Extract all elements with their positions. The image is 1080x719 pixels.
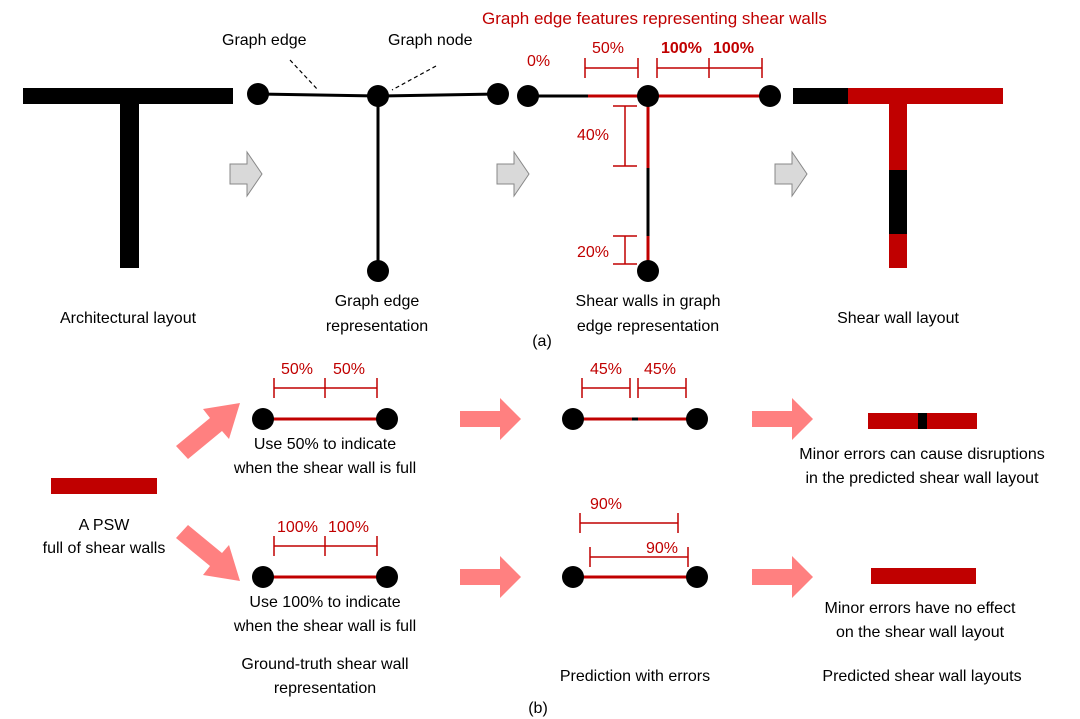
row2-prediction [562,513,708,588]
row2-pred1: 90% [590,496,622,513]
caption-predicted: Predicted shear wall layouts [822,668,1021,685]
row2-ground-truth [252,536,398,588]
row2-text-line1: Use 100% to indicate [249,594,400,611]
row1-text-line1: Use 50% to indicate [254,436,396,453]
row2-pred2: 90% [646,540,678,557]
caption-ground-line1: Ground-truth shear wall [241,656,408,673]
row2-text-line2: when the shear wall is full [233,618,416,635]
row2-result-line2: on the shear wall layout [836,624,1005,641]
grey-arrow-2 [496,150,530,198]
pink-arrow-up [176,403,240,459]
pct-left-edge: 0% [527,53,550,70]
pink-arrow-row2-a [460,556,521,598]
label-a: (a) [532,333,552,350]
pink-arrow-down [176,525,240,581]
caption-architectural: Architectural layout [60,310,197,327]
row2-seg1: 100% [277,519,318,536]
grey-arrow-1 [229,150,263,198]
pct-vertical-upper: 40% [577,127,609,144]
part-a-title: Graph edge features representing shear w… [482,9,827,28]
pct-vertical-lower: 20% [577,244,609,261]
architectural-layout [23,88,233,268]
label-b: (b) [528,700,548,717]
psw-line2: full of shear walls [43,540,166,557]
shear-wall-layout [793,88,1003,268]
shear-graph-representation [517,58,781,282]
row1-result-line2: in the predicted shear wall layout [805,470,1039,487]
pct-top-left: 50% [592,40,624,57]
row1-result-layout [868,413,977,429]
row1-seg1: 50% [281,361,313,378]
caption-graph-line2: representation [326,318,428,335]
caption-ground-line2: representation [274,680,376,697]
callout-graph-edge: Graph edge [222,32,307,49]
pink-arrow-row1-b [752,398,813,440]
row1-pred1: 45% [590,361,622,378]
pink-arrow-row1-a [460,398,521,440]
row1-text-line2: when the shear wall is full [233,460,416,477]
caption-prediction: Prediction with errors [560,668,710,685]
pink-arrow-row2-b [752,556,813,598]
psw-bar [51,478,157,494]
psw-line1: A PSW [79,517,131,534]
caption-shear-graph-line2: edge representation [577,318,719,335]
row2-result-layout [871,568,976,584]
grey-arrow-3 [774,150,808,198]
graph-edge-representation [247,59,509,282]
row1-seg2: 50% [333,361,365,378]
row1-prediction [562,378,708,430]
row1-pred2: 45% [644,361,676,378]
row2-result-line1: Minor errors have no effect [825,600,1016,617]
pct-top-right-2: 100% [713,40,754,57]
row2-seg2: 100% [328,519,369,536]
caption-shear-graph-line1: Shear walls in graph [576,293,721,310]
row1-result-line1: Minor errors can cause disruptions [799,446,1044,463]
caption-shear-layout: Shear wall layout [837,310,959,327]
caption-graph-line1: Graph edge [335,293,420,310]
callout-graph-node: Graph node [388,32,473,49]
row1-ground-truth [252,378,398,430]
pct-top-right-1: 100% [661,40,702,57]
